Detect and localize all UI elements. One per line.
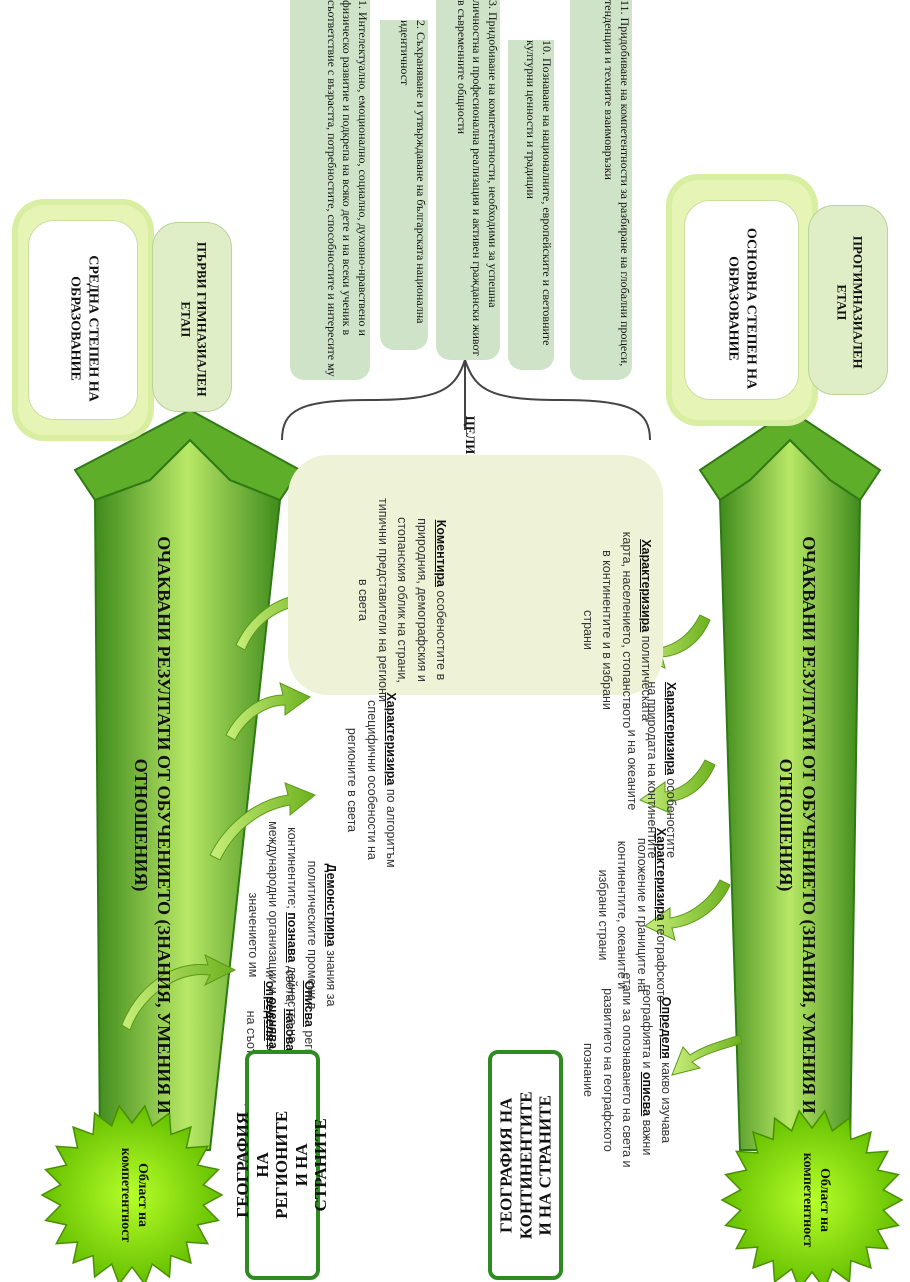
upper-stage-main: СРЕДНА СТЕПЕН НА ОБРАЗОВАНИЕ bbox=[28, 220, 138, 420]
upper-arrow-1 bbox=[121, 954, 237, 1031]
upper-stage-main-label: СРЕДНА СТЕПЕН НА ОБРАЗОВАНИЕ bbox=[68, 255, 101, 402]
goal-4: 10. Познаване на националните, европейск… bbox=[524, 40, 554, 346]
upper-result-4: Коментира особеностите в природния, демо… bbox=[356, 498, 449, 702]
upper-arrow-2 bbox=[209, 782, 316, 861]
starburst-shape bbox=[720, 1109, 904, 1282]
lower-area-box: ГЕОГРАФИЯ НА КОНТИНЕНТИТЕ И НА СТРАНИТЕ bbox=[488, 1050, 563, 1280]
lower-result-4: Характеризира политическата карта, насел… bbox=[580, 531, 653, 729]
goal-2: 2. Съхраняване и утвърждаване на българс… bbox=[398, 20, 428, 324]
lower-area-label: ГЕОГРАФИЯ НА КОНТИНЕНТИТЕ И НА СТРАНИТЕ bbox=[496, 1091, 555, 1239]
goal-5: 11. Придобиване на компетентности за раз… bbox=[602, 0, 632, 367]
lower-arrow-2 bbox=[644, 879, 731, 941]
lower-stage-sub: ПРОГИМНАЗИАЛЕН ЕТАП bbox=[808, 205, 888, 395]
upper-result-3: Характеризира по алгоритъм специфични ос… bbox=[345, 692, 398, 868]
upper-banner-text: ОЧАКВАНИ РЕЗУЛТАТИ ОТ ОБУЧЕНИЕТО (ЗНАНИЯ… bbox=[130, 536, 174, 1114]
goal-box: 11. Придобиване на компетентности за раз… bbox=[570, 0, 632, 380]
lower-banner-shape bbox=[698, 408, 882, 1151]
goal-box: 10. Познаване на националните, европейск… bbox=[508, 40, 554, 370]
lower-stage-frame: ОСНОВНА СТЕПЕН НА ОБРАЗОВАНИЕ bbox=[672, 180, 812, 420]
upper-arrow-3 bbox=[225, 682, 311, 741]
upper-stage-frame: СРЕДНА СТЕПЕН НА ОБРАЗОВАНИЕ bbox=[18, 205, 148, 435]
upper-badge-label: Област на компетентност bbox=[118, 1147, 150, 1243]
upper-stage-sub-label: ПЪРВИ ГИМНАЗИАЛЕН ЕТАП bbox=[178, 241, 210, 397]
goal-box: 3. Придобиване на компетентности, необхо… bbox=[436, 0, 500, 360]
upper-stage-sub: ПЪРВИ ГИМНАЗИАЛЕН ЕТАП bbox=[152, 222, 232, 412]
upper-area-box: ГЕОГРАФИЯ НА РЕГИОНИТЕ И НА СТРАНИТЕ bbox=[234, 1050, 331, 1280]
lower-stage-main-label: ОСНОВНА СТЕПЕН НА ОБРАЗОВАНИЕ bbox=[726, 227, 759, 390]
goal-box: 1. Интелектуално, емоционално, социално,… bbox=[290, 0, 370, 380]
lower-stage-main: ОСНОВНА СТЕПЕН НА ОБРАЗОВАНИЕ bbox=[684, 200, 799, 400]
goal-1: 1. Интелектуално, емоционално, социално,… bbox=[324, 0, 370, 377]
upper-area-label: ГЕОГРАФИЯ НА РЕГИОНИТЕ И НА СТРАНИТЕ bbox=[233, 1110, 331, 1220]
lower-arrow-3 bbox=[638, 759, 716, 814]
upper-badge-shape bbox=[40, 1104, 224, 1282]
lower-badge-shape bbox=[720, 1109, 904, 1282]
lower-arrow-1 bbox=[671, 1034, 743, 1076]
upper-banner-shape bbox=[73, 408, 302, 1151]
starburst-shape bbox=[40, 1104, 224, 1282]
lower-badge-label: Област на компетентност bbox=[800, 1152, 832, 1248]
lower-stage-sub-label: ПРОГИМНАЗИАЛЕН ЕТАП bbox=[834, 235, 866, 369]
goal-3: 3. Придобиване на компетентности, необхо… bbox=[454, 0, 500, 356]
results-cloud bbox=[288, 455, 663, 695]
lower-banner-text: ОЧАКВАНИ РЕЗУЛТАТИ ОТ ОБУЧЕНИЕТО (ЗНАНИЯ… bbox=[775, 536, 819, 1114]
goal-box: 2. Съхраняване и утвърждаване на българс… bbox=[380, 20, 428, 350]
